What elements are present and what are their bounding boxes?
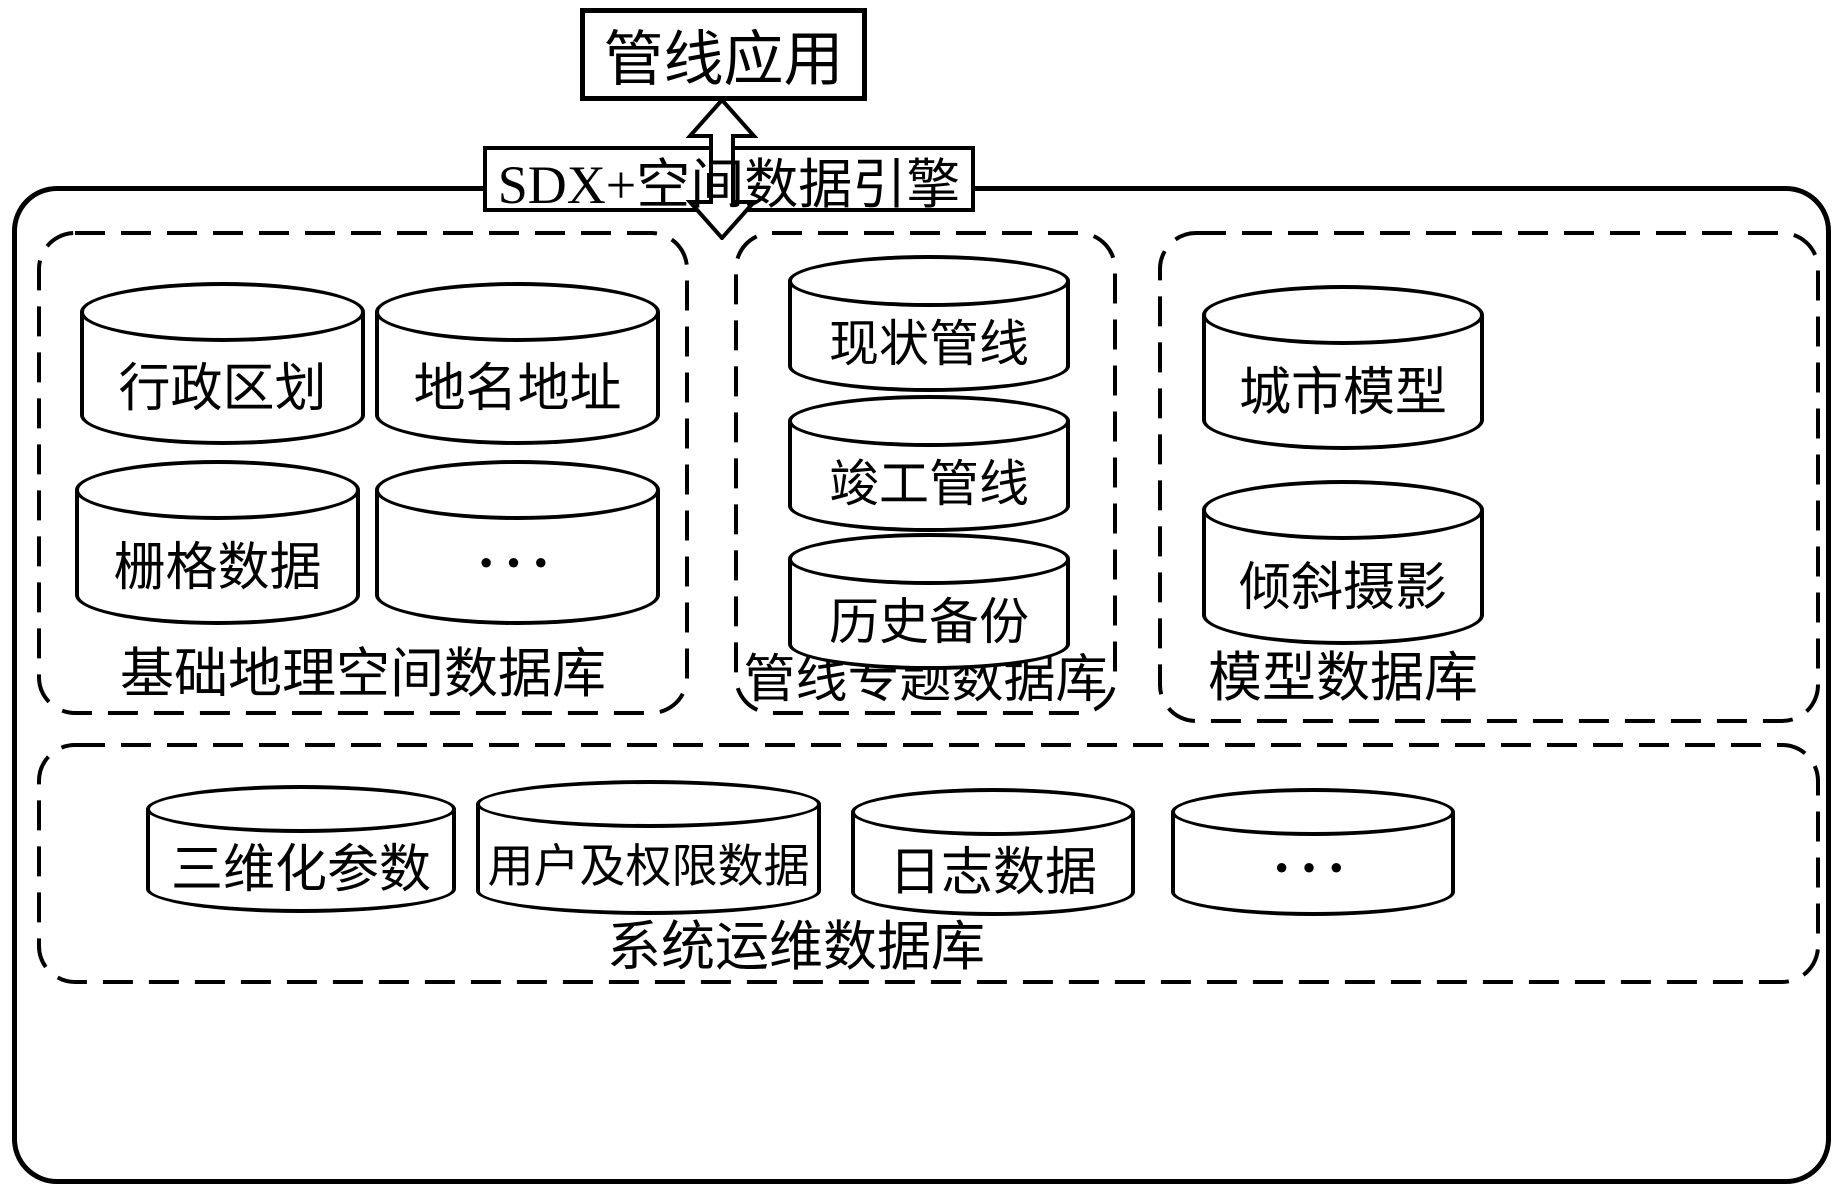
pipeline-application-label: 管线应用 bbox=[603, 27, 844, 93]
group-label: 系统运维数据库 bbox=[607, 917, 985, 977]
dashed-border bbox=[37, 231, 689, 715]
db-cylinder-log-data: 日志数据 bbox=[851, 788, 1135, 916]
db-cylinder-ellipsis: ··· bbox=[375, 460, 660, 625]
db-cylinder-current-pipelines: 现状管线 bbox=[788, 255, 1070, 392]
group-label: 模型数据库 bbox=[1208, 648, 1478, 708]
dashed-border bbox=[1158, 231, 1820, 723]
cylinder-top bbox=[1202, 285, 1484, 345]
cylinder-label: 栅格数据 bbox=[113, 539, 322, 597]
cylinder-top bbox=[375, 460, 660, 520]
db-cylinder-administrative-divisions: 行政区划 bbox=[80, 282, 365, 445]
cylinder-label: 现状管线 bbox=[829, 316, 1029, 372]
cylinder-label: 历史备份 bbox=[829, 594, 1029, 650]
cylinder-label: 竣工管线 bbox=[829, 456, 1029, 512]
cylinder-label: ··· bbox=[476, 529, 559, 595]
pipeline-application-box: 管线应用 bbox=[580, 8, 867, 101]
cylinder-top bbox=[375, 282, 660, 342]
group-base-geospatial-database: 行政区划 地名地址 栅格数据 ··· 基础地理空间数据库 bbox=[36, 230, 690, 716]
cylinder-label: 地名地址 bbox=[413, 360, 622, 418]
cylinder-label: 用户及权限数据 bbox=[487, 840, 810, 892]
cylinder-top bbox=[75, 460, 360, 520]
cylinder-top bbox=[788, 395, 1070, 447]
cylinder-top bbox=[1202, 480, 1484, 540]
cylinder-top bbox=[476, 780, 821, 828]
dashed-border bbox=[734, 231, 1117, 715]
db-cylinder-city-model: 城市模型 bbox=[1202, 285, 1484, 450]
group-system-ops-database: 三维化参数 用户及权限数据 日志数据 ··· 系统运维数据库 bbox=[36, 742, 1821, 985]
cylinder-top bbox=[851, 788, 1135, 836]
db-cylinder-ellipsis: ··· bbox=[1171, 788, 1455, 916]
db-cylinder-placename-address: 地名地址 bbox=[375, 282, 660, 445]
db-cylinder-history-backup: 历史备份 bbox=[788, 533, 1070, 670]
cylinder-label: 三维化参数 bbox=[170, 841, 431, 899]
cylinder-top bbox=[788, 255, 1070, 307]
cylinder-top bbox=[146, 785, 456, 833]
db-cylinder-user-permission-data: 用户及权限数据 bbox=[476, 780, 821, 915]
cylinder-top bbox=[80, 282, 365, 342]
cylinder-label: 日志数据 bbox=[888, 844, 1097, 902]
cylinder-label: ··· bbox=[1271, 834, 1355, 900]
group-pipeline-thematic-database: 现状管线 竣工管线 历史备份 管线专题数据库 bbox=[733, 230, 1118, 716]
sdx-engine-label: SDX+空间数据引擎 bbox=[497, 154, 961, 215]
cylinder-label: 倾斜摄影 bbox=[1238, 559, 1447, 617]
cylinder-top bbox=[1171, 788, 1455, 836]
dashed-border bbox=[37, 743, 1820, 984]
bidirectional-arrow-icon bbox=[686, 98, 758, 240]
group-label: 基础地理空间数据库 bbox=[120, 644, 606, 704]
db-cylinder-3d-parameters: 三维化参数 bbox=[146, 785, 456, 913]
db-cylinder-asbuilt-pipelines: 竣工管线 bbox=[788, 395, 1070, 532]
db-cylinder-raster-data: 栅格数据 bbox=[75, 460, 360, 625]
cylinder-label: 城市模型 bbox=[1238, 364, 1447, 422]
group-model-database: 城市模型 倾斜摄影 模型数据库 bbox=[1157, 230, 1821, 724]
cylinder-top bbox=[788, 533, 1070, 585]
db-cylinder-oblique-photography: 倾斜摄影 bbox=[1202, 480, 1484, 645]
cylinder-label: 行政区划 bbox=[118, 360, 327, 418]
